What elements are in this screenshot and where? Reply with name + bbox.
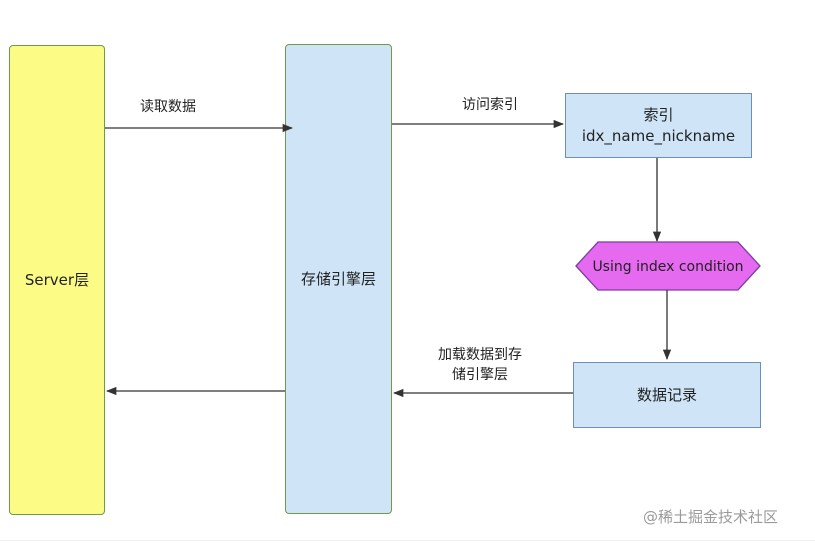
index-node: 索引 idx_name_nickname <box>565 93 752 158</box>
server-layer-label: Server层 <box>24 270 90 289</box>
load-data-label: 加载数据到存 储引擎层 <box>428 345 532 386</box>
data-record-label: 数据记录 <box>636 385 697 404</box>
storage-engine-node: 存储引擎层 <box>285 44 392 514</box>
index-title: 索引 <box>643 106 674 125</box>
storage-engine-label: 存储引擎层 <box>300 269 376 288</box>
access-index-label: 访问索引 <box>462 97 518 113</box>
watermark: @稀土掘金技术社区 <box>643 508 779 526</box>
divider <box>0 540 815 541</box>
index-name: idx_name_nickname <box>581 126 736 145</box>
condition-label: Using index condition <box>592 259 743 275</box>
load-data-label-line1: 加载数据到存 <box>438 347 522 363</box>
condition-node <box>575 241 761 291</box>
read-data-label: 读取数据 <box>140 99 196 115</box>
data-record-node: 数据记录 <box>573 362 761 428</box>
server-layer-node: Server层 <box>9 45 105 515</box>
load-data-label-line2: 储引擎层 <box>452 367 508 384</box>
